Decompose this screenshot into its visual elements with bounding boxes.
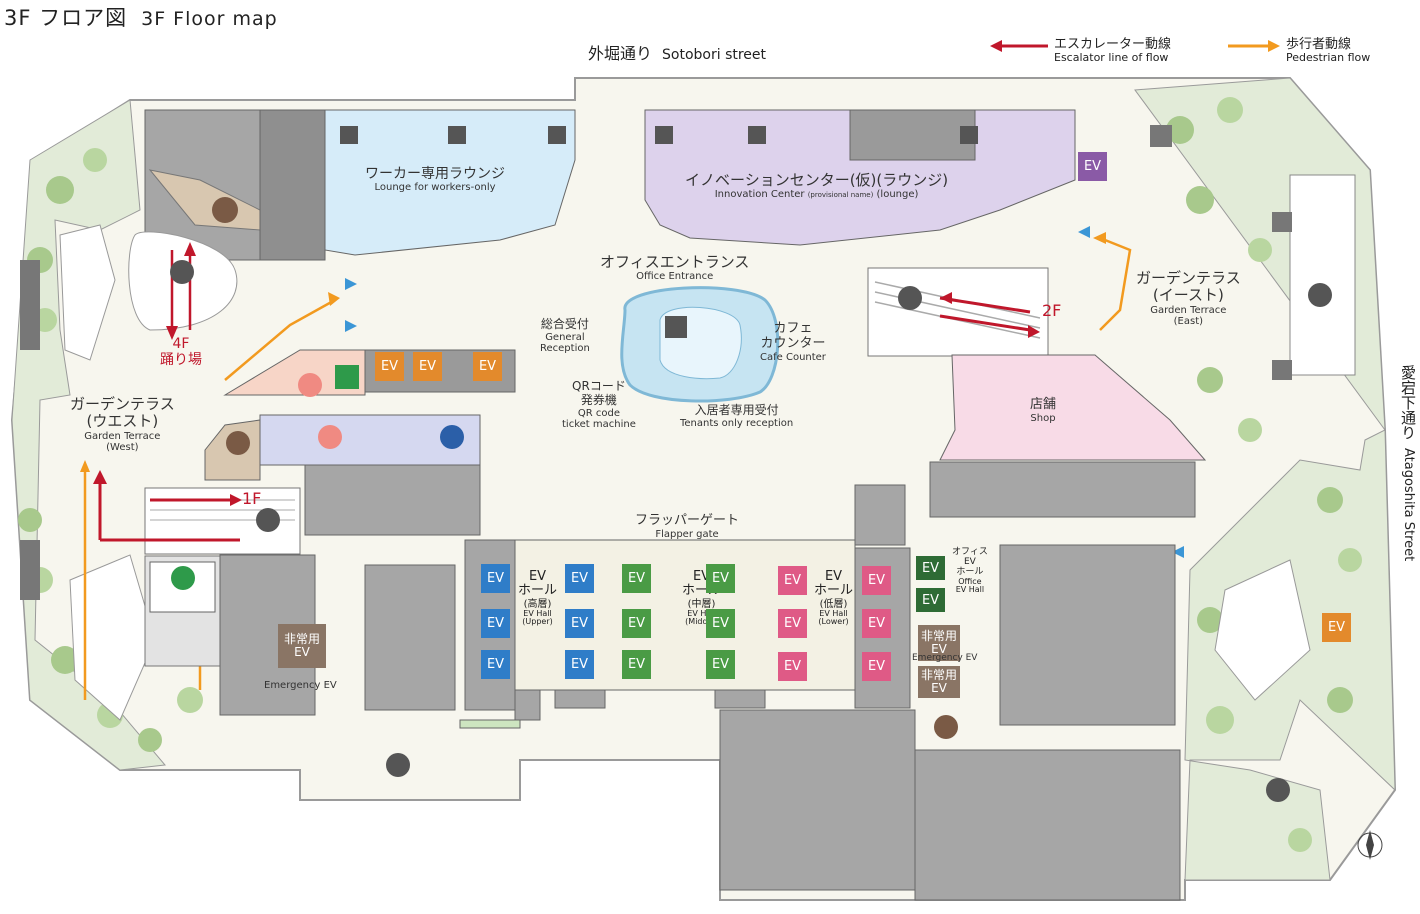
ev-blue-4: EV [565,564,594,593]
ev-office-2: EV [916,588,945,612]
emergency-ev-west-en: Emergency EV [264,680,337,691]
ev-green-2: EV [622,609,651,638]
ev-pink-1: EV [778,566,807,595]
ev-blue-6: EV [565,650,594,679]
ev-blue-2: EV [481,609,510,638]
ev-green-4: EV [706,564,735,593]
escalator-east [867,267,1049,357]
ev-green-5: EV [706,609,735,638]
emergency-ev-east-en: Emergency EV [912,653,978,663]
ev-orange-2: EV [413,352,442,381]
ev-green-1: EV [622,564,651,593]
ev-pink-3: EV [778,652,807,681]
shop-area [939,354,1207,461]
garden-west-label: ガーデンテラス(ウエスト)Garden Terrace(West) [70,395,175,453]
ev-blue-3: EV [481,650,510,679]
east-street-label: 愛宕下通りAtagoshita Street [1399,365,1417,562]
core-west [204,349,516,481]
garden-west [11,99,203,771]
floor-1f-label: 1F [242,489,262,508]
ev-pink-2: EV [778,609,807,638]
ev-pink-5: EV [862,609,891,638]
innovation-label: イノベーションセンター(仮)(ラウンジ) Innovation Center (… [685,171,949,201]
garden-east [1134,77,1396,881]
ev-blue-5: EV [565,609,594,638]
ev-green-6: EV [706,650,735,679]
ev-pink-4: EV [862,566,891,595]
ev-pink-6: EV [862,652,891,681]
ev-orange-3: EV [473,352,502,381]
floor-2f-label: 2F [1042,301,1062,320]
ev-orange-1: EV [375,352,404,381]
ev-blue-1: EV [481,564,510,593]
ev-purple: EV [1078,152,1107,181]
garden-east-label: ガーデンテラス(イースト)Garden Terrace(East) [1136,269,1241,327]
ev-green-3: EV [622,650,651,679]
ev-orange-east: EV [1322,613,1351,642]
escalator-west [93,470,301,555]
ev-office-1: EV [916,556,945,580]
lounge-area [324,109,576,256]
